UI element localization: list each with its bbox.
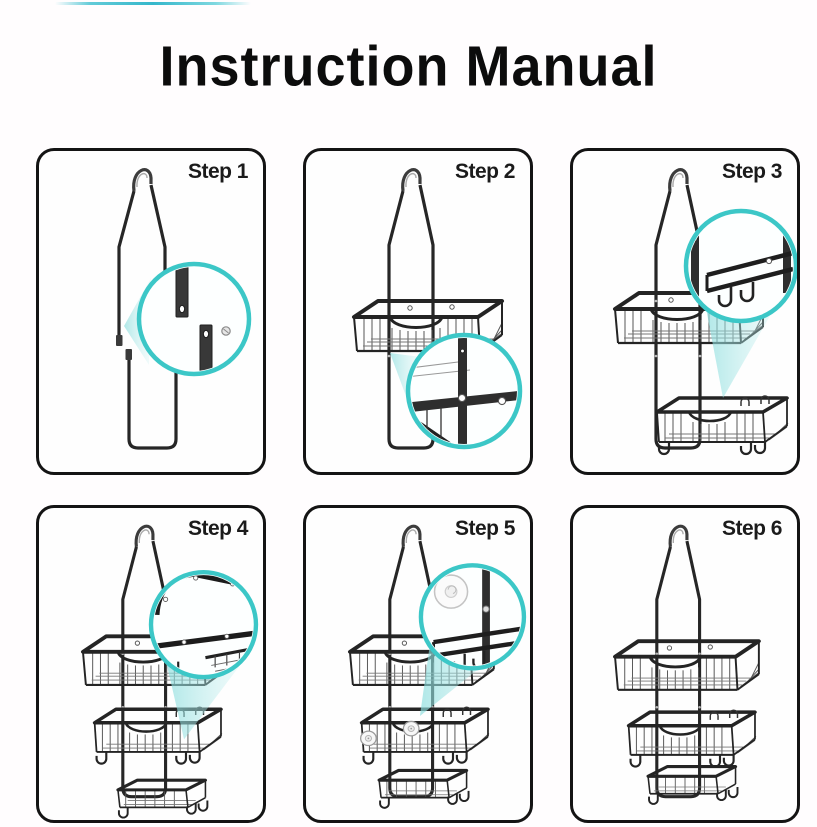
step-panel-2: Step 2 — [303, 148, 533, 475]
screw-icon — [497, 396, 507, 406]
step-2-illustration — [352, 168, 523, 450]
zoom-callout-circle — [418, 563, 527, 671]
steps-grid: Step 1 — [36, 148, 800, 823]
suction-cup-icon — [360, 730, 377, 747]
step-label: Step 4 — [187, 517, 249, 540]
top-accent-line — [55, 2, 251, 5]
step-panel-4: Step 4 — [36, 505, 266, 823]
step-panel-1: Step 1 — [36, 148, 266, 475]
step-5-illustration — [348, 524, 527, 810]
step-label: Step 6 — [721, 517, 783, 540]
zoom-callout-circle — [683, 208, 797, 324]
zoom-callout-circle — [136, 261, 252, 377]
zoom-callout-circle — [148, 569, 259, 680]
step-4-illustration — [81, 524, 259, 820]
hanging-hook-icon — [717, 287, 733, 308]
step-label: Step 1 — [187, 160, 249, 183]
step-panel-3: Step 3 — [570, 148, 800, 475]
step-label: Step 3 — [721, 160, 783, 183]
zoom-callout-circle — [405, 332, 523, 450]
step-panel-5: Step 5 — [303, 505, 533, 823]
hanging-hook-icon — [739, 282, 755, 303]
step-3-illustration — [613, 168, 797, 456]
page-title: Instruction Manual — [159, 35, 658, 99]
screw-icon — [482, 605, 490, 613]
step-label: Step 5 — [454, 517, 516, 540]
step-label: Step 2 — [454, 160, 516, 183]
suction-cup-icon — [402, 720, 420, 737]
step-1-illustration — [116, 168, 252, 450]
step-6-illustration — [613, 524, 761, 806]
step-panel-6: Step 6 — [570, 505, 800, 823]
hanging-hook-icon — [472, 650, 486, 666]
screw-icon — [457, 393, 467, 403]
screw-icon — [765, 257, 773, 265]
